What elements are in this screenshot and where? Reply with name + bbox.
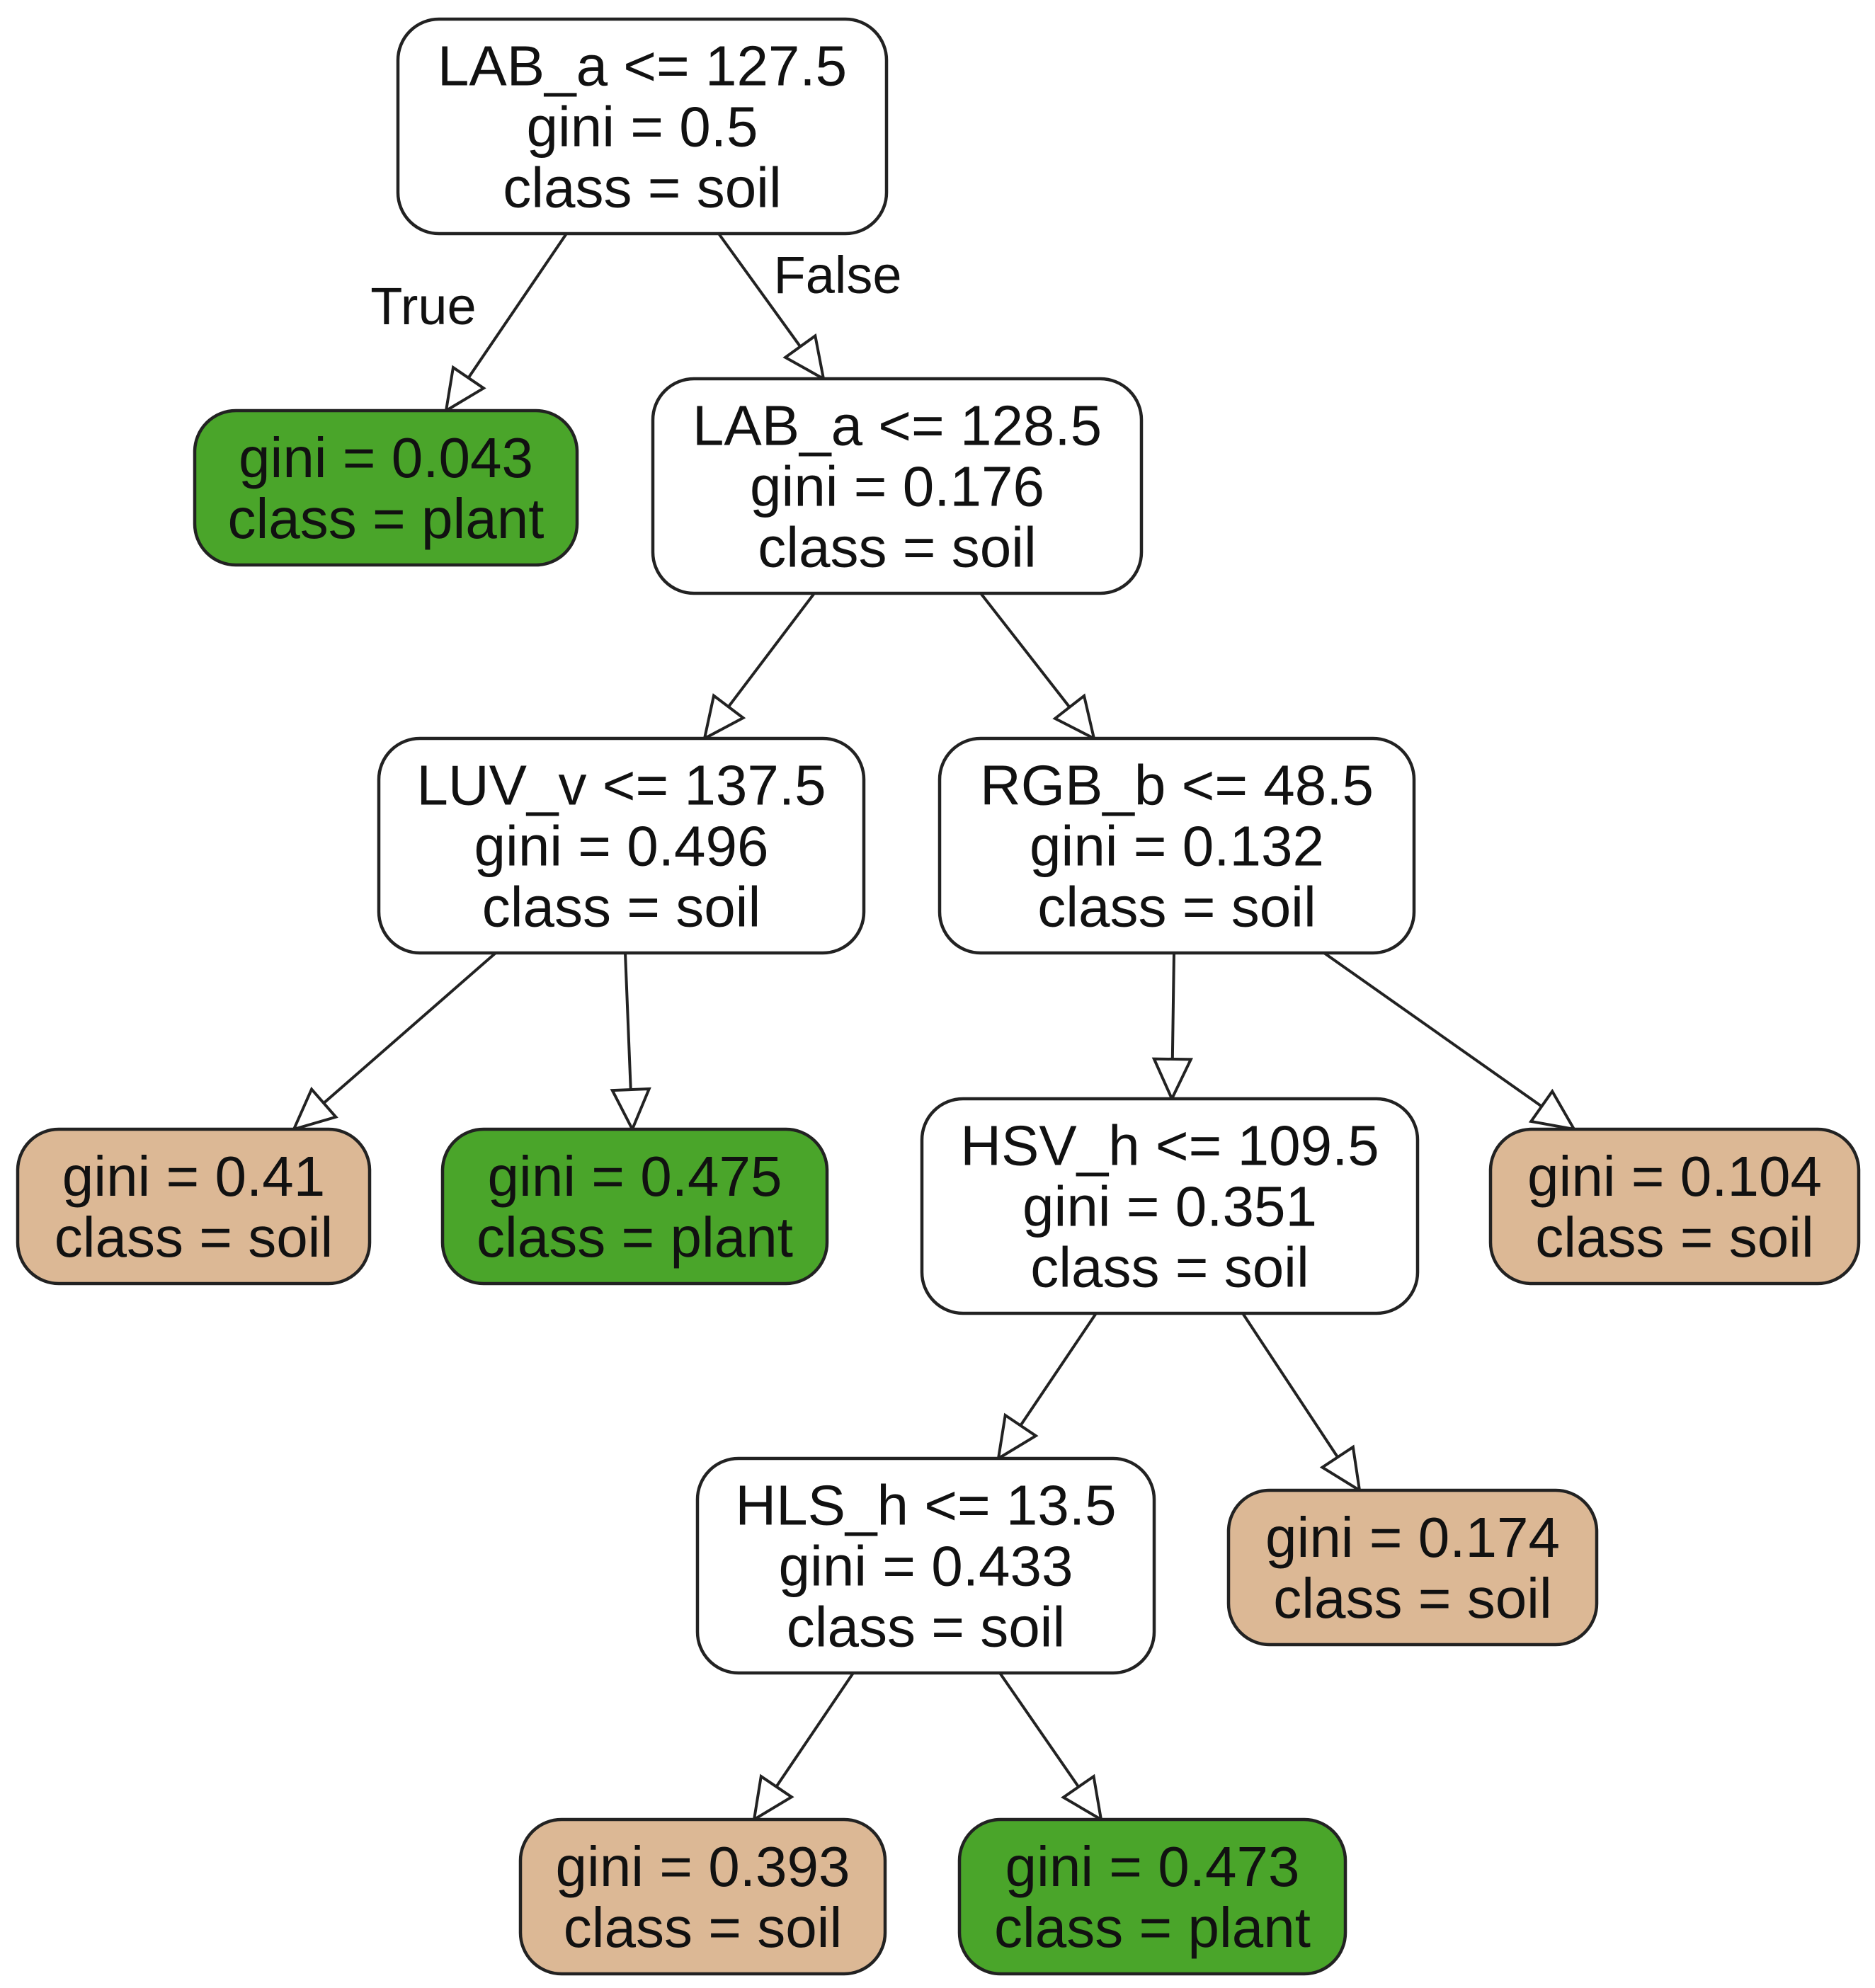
node-split-rule: LAB_a <= 127.5: [438, 35, 847, 98]
node-box: [16, 1127, 372, 1286]
edge-n7-n10: [1241, 1312, 1362, 1493]
edges-layer: True False: [291, 232, 1577, 1822]
arrowhead-icon: [1052, 693, 1096, 741]
node-box: [518, 1817, 887, 1976]
node-gini-label: gini = 0.433: [779, 1535, 1073, 1598]
node-gini-label: gini = 0.393: [556, 1835, 850, 1898]
node-gini-label: gini = 0.475: [488, 1145, 782, 1208]
edge-n4-n7: [1151, 952, 1193, 1102]
arrowhead-icon: [752, 1773, 794, 1822]
edge-line: [1170, 952, 1175, 1060]
node-class-label: class = soil: [758, 516, 1036, 579]
node-class-label: class = soil: [1030, 1236, 1309, 1299]
edge-n9-n11: [752, 1672, 855, 1822]
arrowhead-icon: [610, 1087, 651, 1133]
node-box: [377, 736, 866, 955]
node-class-label: class = plant: [477, 1206, 793, 1269]
arrowhead-icon: [1528, 1088, 1577, 1131]
node-box: [651, 377, 1144, 595]
edge-line: [727, 592, 816, 708]
edge-line: [775, 1672, 855, 1788]
node-gini-label: gini = 0.176: [750, 455, 1044, 518]
node-split-rule: LAB_a <= 128.5: [693, 394, 1102, 457]
edge-line: [717, 232, 802, 348]
node-class-label: class = plant: [994, 1896, 1311, 1959]
arrowhead-icon: [1061, 1773, 1103, 1822]
node-box: [920, 1097, 1420, 1315]
node-box: [957, 1817, 1347, 1976]
edge-n3-n6: [610, 952, 651, 1133]
node-box: [440, 1127, 829, 1286]
edge-n2-n4: [979, 592, 1096, 741]
edge-n0-n2: False: [717, 232, 902, 382]
edge-line: [1019, 1312, 1098, 1427]
edge-n2-n3: [702, 592, 816, 741]
node-box: [193, 409, 579, 567]
arrowhead-icon: [996, 1412, 1039, 1461]
node-split-rule: HSV_h <= 109.5: [960, 1114, 1379, 1177]
edge-n9-n12: [998, 1672, 1103, 1822]
edge-label-true: True: [370, 277, 476, 336]
node-class-label: class = soil: [1535, 1206, 1813, 1269]
node-class-label: class = soil: [503, 156, 781, 219]
arrowhead-icon: [782, 333, 826, 382]
edge-n4-n8: [1323, 952, 1577, 1131]
arrowhead-icon: [1319, 1444, 1362, 1493]
arrowhead-icon: [702, 693, 746, 741]
node-gini-label: gini = 0.5: [527, 96, 758, 159]
node-class-label: class = soil: [55, 1206, 333, 1269]
node-class-label: class = plant: [228, 487, 545, 550]
node-split-rule: LUV_v <= 137.5: [416, 754, 826, 817]
node-gini-label: gini = 0.043: [239, 426, 533, 489]
node-box: [396, 17, 889, 236]
node-gini-label: gini = 0.132: [1030, 815, 1324, 878]
node-class-label: class = soil: [564, 1896, 842, 1959]
edge-line: [998, 1672, 1080, 1788]
node-gini-label: gini = 0.473: [1005, 1835, 1300, 1898]
edge-line: [1323, 952, 1543, 1108]
edge-line: [979, 592, 1071, 709]
node-class-label: class = soil: [787, 1596, 1065, 1659]
node-split-rule: RGB_b <= 48.5: [980, 754, 1374, 817]
node-box: [695, 1456, 1156, 1675]
edge-n0-n1: True: [370, 232, 568, 413]
edge-label-false: False: [774, 246, 902, 304]
arrowhead-icon: [444, 365, 486, 413]
node-class-label: class = soil: [1037, 876, 1316, 939]
node-gini-label: gini = 0.104: [1527, 1145, 1822, 1208]
node-gini-label: gini = 0.41: [62, 1145, 325, 1208]
arrowhead-icon: [291, 1086, 338, 1132]
node-box: [1488, 1127, 1861, 1286]
arrowhead-icon: [1151, 1057, 1193, 1102]
edge-n7-n9: [996, 1312, 1098, 1461]
node-class-label: class = soil: [482, 876, 760, 939]
node-box: [1226, 1488, 1599, 1647]
edge-n3-n5: [291, 952, 497, 1132]
node-split-rule: HLS_h <= 13.5: [735, 1474, 1116, 1537]
node-gini-label: gini = 0.496: [474, 815, 769, 878]
node-gini-label: gini = 0.351: [1022, 1175, 1317, 1238]
edge-line: [624, 952, 632, 1090]
edge-line: [322, 952, 497, 1104]
node-box: [938, 736, 1416, 955]
edge-line: [467, 232, 568, 379]
node-gini-label: gini = 0.174: [1265, 1506, 1560, 1569]
edge-line: [1241, 1312, 1339, 1458]
node-class-label: class = soil: [1273, 1567, 1551, 1630]
